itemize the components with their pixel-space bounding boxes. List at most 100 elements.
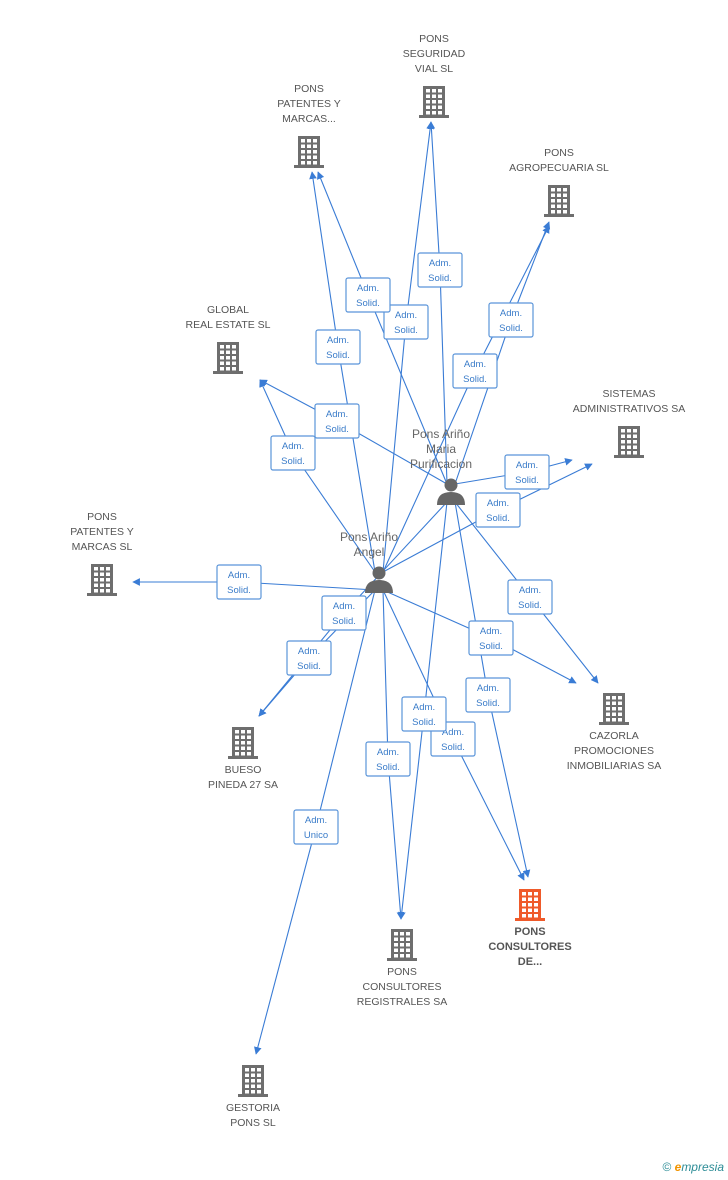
building-icon xyxy=(87,564,117,596)
relation-label-text: Adm. xyxy=(326,409,348,420)
relation-label-text: Solid. xyxy=(297,661,321,672)
relation-label-text: Adm. xyxy=(413,702,435,713)
relation-label-text: Solid. xyxy=(394,325,418,336)
company-label: ADMINISTRATIVOS SA xyxy=(573,403,685,415)
building-icon xyxy=(213,342,243,374)
company-label: PATENTES Y xyxy=(277,98,341,110)
relation-label-text: Adm. xyxy=(500,308,522,319)
relation-label-text: Solid. xyxy=(479,641,503,652)
relation-label-text: Solid. xyxy=(515,475,539,486)
relation-label[interactable]: Adm. Solid. xyxy=(383,304,429,340)
company-node-consultores[interactable]: PONSCONSULTORESDE... xyxy=(488,889,572,968)
relation-label[interactable]: Adm.Solid. xyxy=(321,595,367,631)
company-label: SEGURIDAD xyxy=(403,48,466,60)
company-label: CAZORLA xyxy=(589,730,639,742)
relation-label-box xyxy=(314,403,360,439)
relation-label-box xyxy=(270,435,316,471)
building-icon xyxy=(614,426,644,458)
building-icon xyxy=(599,693,629,725)
relation-label-box xyxy=(465,677,511,713)
person-icon xyxy=(365,566,393,593)
relation-label-box xyxy=(345,277,391,313)
company-label: DE... xyxy=(518,956,542,968)
relation-label-box xyxy=(507,579,553,615)
person-label: Pons Ariño xyxy=(412,427,470,441)
building-icon xyxy=(238,1065,268,1097)
company-label: SISTEMAS xyxy=(602,388,655,400)
relation-label-text: Solid. xyxy=(463,374,487,385)
relation-label-text: Solid. xyxy=(376,762,400,773)
relation-label[interactable]: Adm.Solid. xyxy=(475,492,521,528)
company-node-gestoria[interactable]: GESTORIA PONS SL xyxy=(226,1065,280,1129)
person-label: Pons Ariño xyxy=(340,530,398,544)
relation-label-text: Adm. xyxy=(429,258,451,269)
relation-label-box xyxy=(452,353,498,389)
company-label: GLOBAL xyxy=(207,304,249,316)
relation-label-text: Adm. xyxy=(228,570,250,581)
relation-label-text: Solid. xyxy=(412,717,436,728)
relation-label-text: Adm. xyxy=(395,310,417,321)
company-label: MARCAS... xyxy=(282,113,336,125)
company-label: MARCAS SL xyxy=(72,541,133,553)
relation-label-text: Solid. xyxy=(441,742,465,753)
relation-label-text: Adm. xyxy=(333,601,355,612)
relation-label[interactable]: Adm.Solid. xyxy=(286,640,332,676)
company-label: REGISTRALES SA xyxy=(357,996,447,1008)
relation-label[interactable]: Adm. Solid. xyxy=(465,677,511,713)
relation-label[interactable]: Adm.Solid. xyxy=(314,403,360,439)
relation-label-box xyxy=(383,304,429,340)
relation-label-text: Solid. xyxy=(476,698,500,709)
relation-label[interactable]: Adm. Solid. xyxy=(417,252,463,288)
company-label: INMOBILIARIAS SA xyxy=(567,760,662,772)
brand-logo-e: e xyxy=(674,1160,682,1174)
relation-label[interactable]: Adm.Solid. xyxy=(452,353,498,389)
edge-p_angel-c_agro xyxy=(382,225,550,573)
edge-p_maria-c_agro xyxy=(454,221,551,485)
relation-label[interactable]: Adm.Solid. xyxy=(345,277,391,313)
company-node-sistemas[interactable]: SISTEMAS ADMINISTRATIVOS SA xyxy=(573,388,685,458)
relation-label-text: Adm. xyxy=(282,441,304,452)
company-label: PONS xyxy=(387,966,417,978)
relation-label[interactable]: Adm. Solid. xyxy=(216,564,262,600)
relation-label[interactable]: Adm. Solid. xyxy=(468,620,514,656)
relation-label[interactable]: Adm.Solid. xyxy=(488,302,534,338)
relation-label[interactable]: Adm. Unico xyxy=(293,809,339,845)
relation-label[interactable]: Adm. Solid. xyxy=(401,696,447,732)
relation-label[interactable]: Adm. Solid. xyxy=(365,741,411,777)
relation-label[interactable]: Adm.Solid. xyxy=(270,435,316,471)
relation-label-text: Unico xyxy=(304,830,328,841)
company-label: AGROPECUARIA SL xyxy=(509,162,609,174)
relation-label-text: Adm. xyxy=(442,727,464,738)
relation-label-text: Adm. xyxy=(477,683,499,694)
building-icon xyxy=(515,889,545,921)
company-label: GESTORIA xyxy=(226,1102,280,1114)
footer-brand[interactable]: © empresia xyxy=(662,1160,724,1174)
company-label: PONS SL xyxy=(230,1117,276,1129)
relation-label-text: Adm. xyxy=(487,498,509,509)
relation-label-text: Solid. xyxy=(518,600,542,611)
relation-label-box xyxy=(321,595,367,631)
relation-label[interactable]: Adm.Solid. xyxy=(315,329,361,365)
relation-label-text: Solid. xyxy=(428,273,452,284)
relation-label-text: Adm. xyxy=(327,335,349,346)
relation-label-box xyxy=(468,620,514,656)
person-label: Purificacion xyxy=(410,457,472,471)
relation-label[interactable]: Adm.Solid. xyxy=(507,579,553,615)
relation-label-text: Adm. xyxy=(305,815,327,826)
company-label: PONS xyxy=(419,33,449,45)
relation-label[interactable]: Adm.Solid. xyxy=(504,454,550,490)
relation-label-text: Solid. xyxy=(227,585,251,596)
building-icon xyxy=(294,136,324,168)
relation-label-text: Adm. xyxy=(377,747,399,758)
relation-label-text: Adm. xyxy=(480,626,502,637)
